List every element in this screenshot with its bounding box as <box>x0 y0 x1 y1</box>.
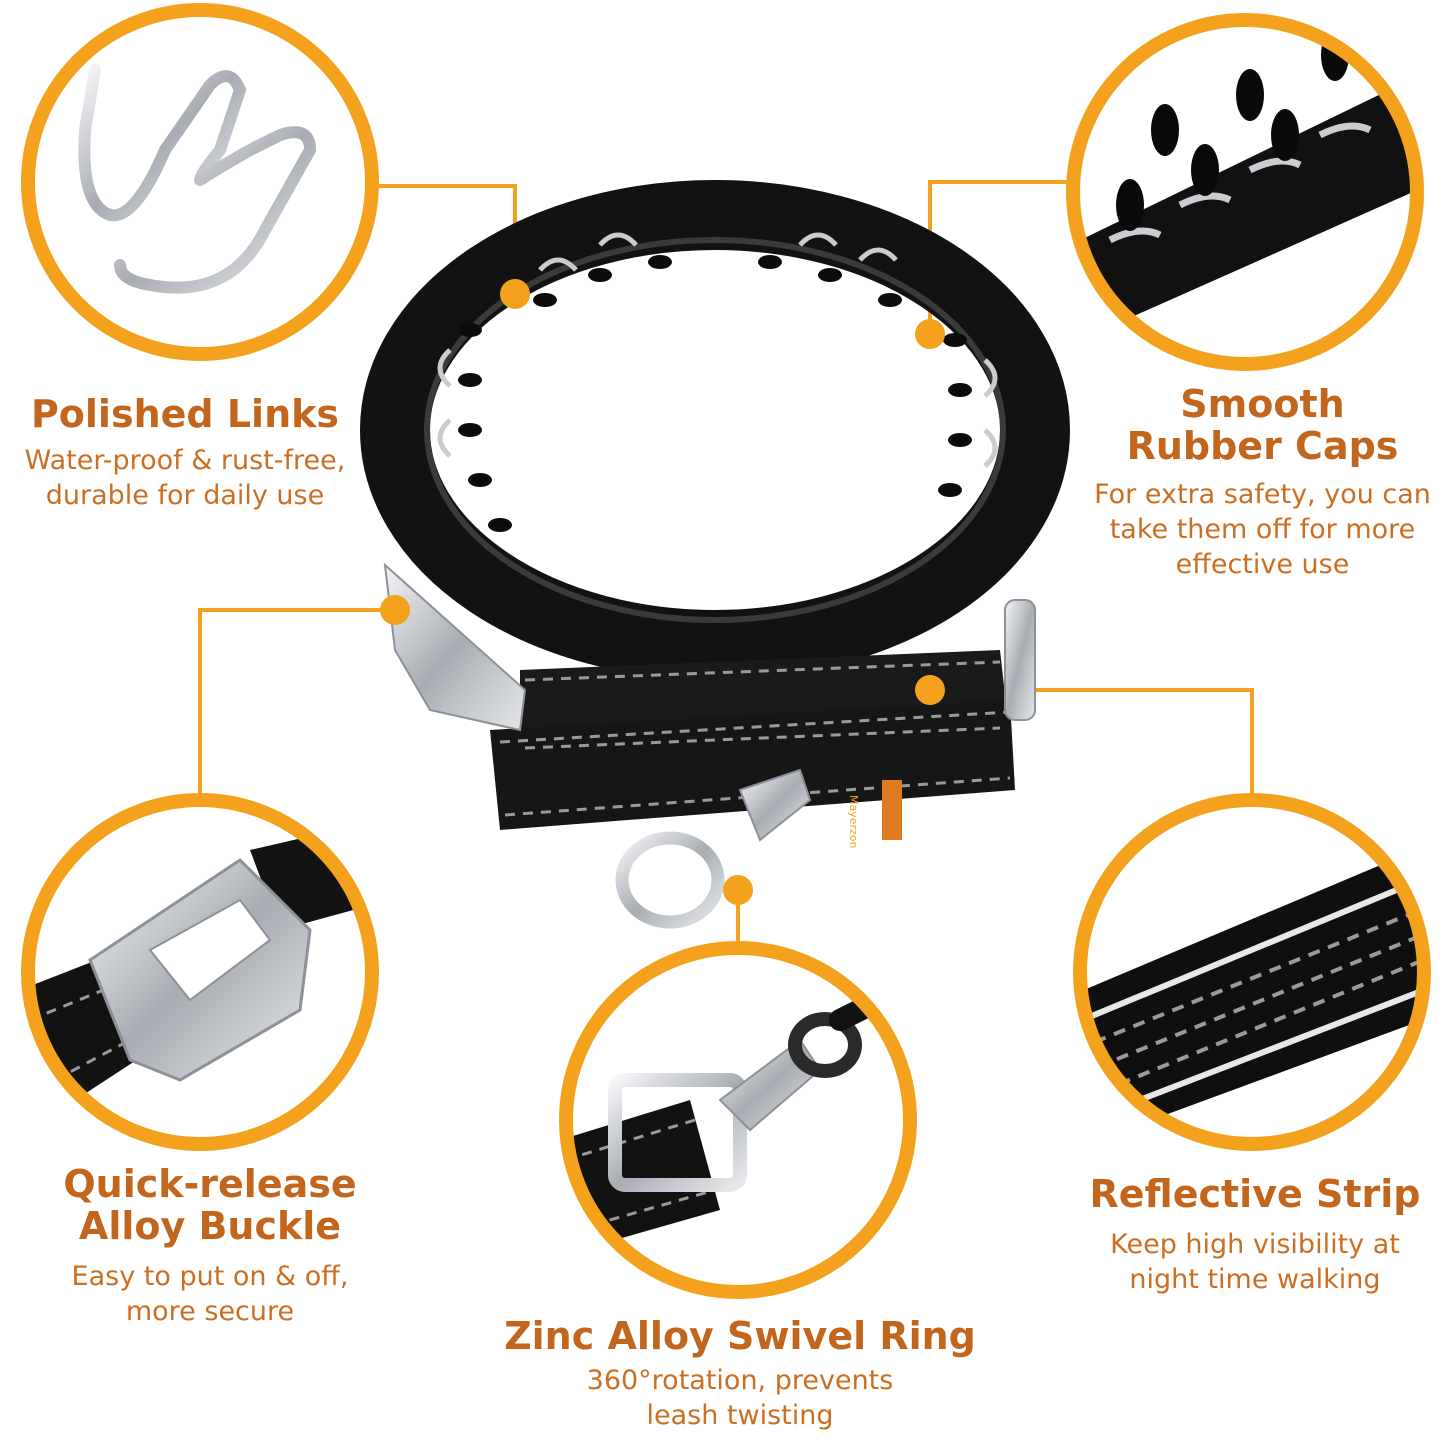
feature-desc-line: more secure <box>125 1296 295 1327</box>
feature-desc-line: take them off for more <box>1109 514 1416 545</box>
callout-dots <box>380 279 945 905</box>
feature-reflective-strip: Reflective Strip Keep high visibility at… <box>1070 1173 1440 1297</box>
collar-main <box>360 180 1070 929</box>
feature-swivel-ring: Zinc Alloy Swivel Ring 360°rotation, pre… <box>490 1315 990 1433</box>
rubber-caps-icon <box>1066 13 1424 371</box>
feature-title: Reflective Strip <box>1089 1172 1421 1216</box>
brand-tag: Mayerzon <box>847 795 860 849</box>
feature-desc-line: 360°rotation, prevents <box>586 1365 894 1396</box>
feature-title: Quick-release <box>63 1162 357 1206</box>
feature-desc-line: Keep high visibility at <box>1110 1229 1400 1260</box>
prong-links-icon <box>21 3 379 361</box>
feature-polished-links: Polished Links Water-proof & rust-free, … <box>0 393 370 513</box>
feature-alloy-buckle: Quick-release Alloy Buckle Easy to put o… <box>20 1163 400 1329</box>
reflective-strip-icon <box>1073 793 1431 1151</box>
feature-desc-line: night time walking <box>1129 1264 1381 1295</box>
feature-desc-line: leash twisting <box>646 1400 834 1431</box>
feature-rubber-caps: Smooth Rubber Caps For extra safety, you… <box>1080 383 1445 582</box>
feature-desc-line: effective use <box>1175 549 1350 580</box>
feature-title: Smooth <box>1180 382 1345 426</box>
feature-desc-line: Easy to put on & off, <box>71 1261 349 1292</box>
feature-desc-line: Water-proof & rust-free, <box>24 445 346 476</box>
feature-title: Zinc Alloy Swivel Ring <box>504 1314 976 1358</box>
buckle-icon <box>21 793 379 1151</box>
feature-desc-line: For extra safety, you can <box>1094 479 1431 510</box>
feature-title: Polished Links <box>30 392 340 436</box>
feature-desc-line: durable for daily use <box>45 480 325 511</box>
feature-title: Rubber Caps <box>1126 424 1399 468</box>
swivel-ring-icon <box>559 941 917 1299</box>
feature-title: Alloy Buckle <box>78 1204 342 1248</box>
